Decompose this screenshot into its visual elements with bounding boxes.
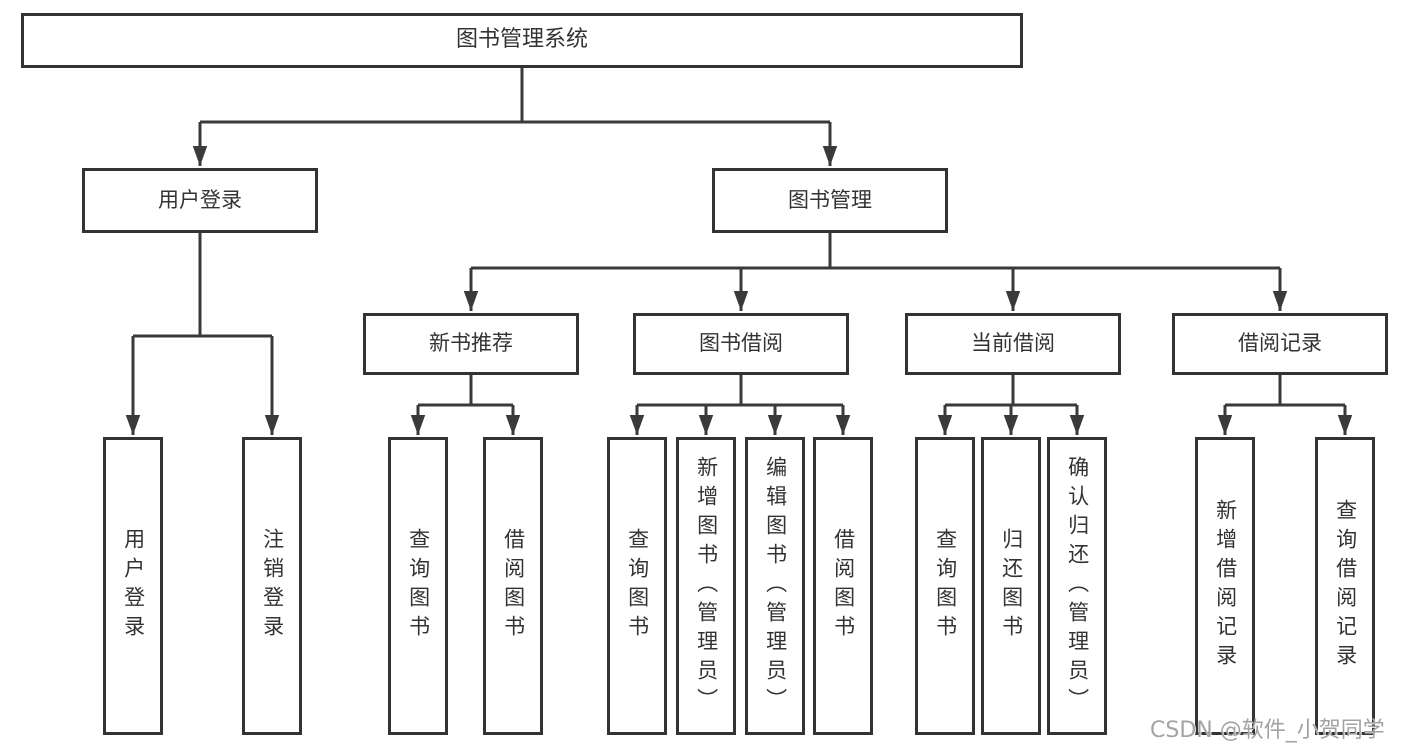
leaf-borrow-books-recommend: 借阅图书 — [483, 437, 543, 735]
node-current-borrow: 当前借阅 — [905, 313, 1121, 375]
node-book-management: 图书管理 — [712, 168, 948, 233]
leaf-add-borrow-record: 新增借阅记录 — [1195, 437, 1255, 735]
leaf-query-borrow-record: 查询借阅记录 — [1315, 437, 1375, 735]
leaf-borrow-books: 借阅图书 — [813, 437, 873, 735]
leaf-confirm-return-admin: 确认归还（管理员） — [1047, 437, 1107, 735]
node-library-management-system: 图书管理系统 — [21, 13, 1023, 68]
node-book-borrow: 图书借阅 — [633, 313, 849, 375]
leaf-edit-books-admin: 编辑图书（管理员） — [745, 437, 805, 735]
node-new-book-recommend: 新书推荐 — [363, 313, 579, 375]
leaf-user-login: 用户登录 — [103, 437, 163, 735]
node-borrow-record: 借阅记录 — [1172, 313, 1388, 375]
leaf-logout: 注销登录 — [242, 437, 302, 735]
leaf-return-books: 归还图书 — [981, 437, 1041, 735]
leaf-add-books-admin: 新增图书（管理员） — [676, 437, 736, 735]
leaf-query-books-current: 查询图书 — [915, 437, 975, 735]
node-user-login: 用户登录 — [82, 168, 318, 233]
csdn-watermark: CSDN @软件_小贺同学 — [1150, 718, 1385, 743]
leaf-query-books-borrow: 查询图书 — [607, 437, 667, 735]
leaf-query-books-recommend: 查询图书 — [388, 437, 448, 735]
